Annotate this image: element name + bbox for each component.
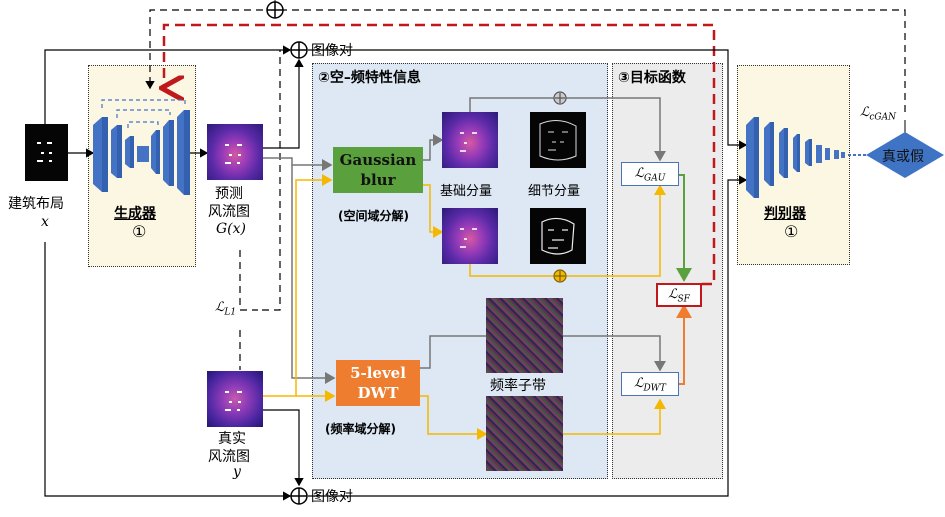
image-pair-top-label: 图像对 [311,43,353,59]
loss-l1-label: ℒL1 [215,300,237,318]
generator-unet [93,110,190,195]
real-subband-image [486,396,563,471]
generator-title: 生成器 [114,206,156,222]
gaussian-blur-box: Gaussian blur [333,147,423,193]
real-or-fake-diamond [866,132,944,178]
building-layout-image [25,124,68,181]
real-base-image [442,208,498,264]
spatial-decomp-label: (空间域分解) [338,209,409,223]
real-or-fake-label: 真或假 [882,149,924,165]
predicted-var: G(x) [216,221,247,237]
detail-component-label: 细节分量 [528,184,581,199]
predicted-base-image [442,112,498,168]
real-label-2: 风流图 [208,449,250,465]
discriminator-net [746,117,845,198]
building-layout-var: x [41,214,49,230]
predicted-label-1: 预测 [215,186,243,202]
loss-cgan-label: ℒcGAN [860,105,896,123]
discriminator-number: ① [784,222,799,241]
generator-number: ① [132,222,147,241]
base-component-label: 基础分量 [440,184,493,199]
predicted-wind-image [207,124,263,180]
loss-dwt-box: ℒDWT [621,372,679,396]
predicted-subband-image [486,298,563,373]
plus-circle-icons [266,1,308,505]
subband-label: 频率子带 [490,378,546,394]
loss-sf-box: ℒSF [656,283,702,307]
dwt-box: 5-level DWT [336,360,420,406]
predicted-detail-image [530,112,586,168]
spatial-frequency-title: ②空–频特性信息 [318,70,421,86]
image-pair-bottom-label: 图像对 [311,489,353,505]
building-layout-label: 建筑布局 [8,196,64,212]
loss-gau-box: ℒGAU [621,162,679,186]
predicted-label-2: 风流图 [208,204,250,220]
real-label-1: 真实 [218,431,246,447]
objective-title: ③目标函数 [618,70,686,86]
real-detail-image [530,208,586,264]
freq-decomp-label: (频率域分解) [325,422,396,436]
discriminator-title: 判别器 [764,206,806,222]
real-wind-image [207,371,263,427]
objective-panel [612,63,723,479]
real-var: y [233,464,241,480]
